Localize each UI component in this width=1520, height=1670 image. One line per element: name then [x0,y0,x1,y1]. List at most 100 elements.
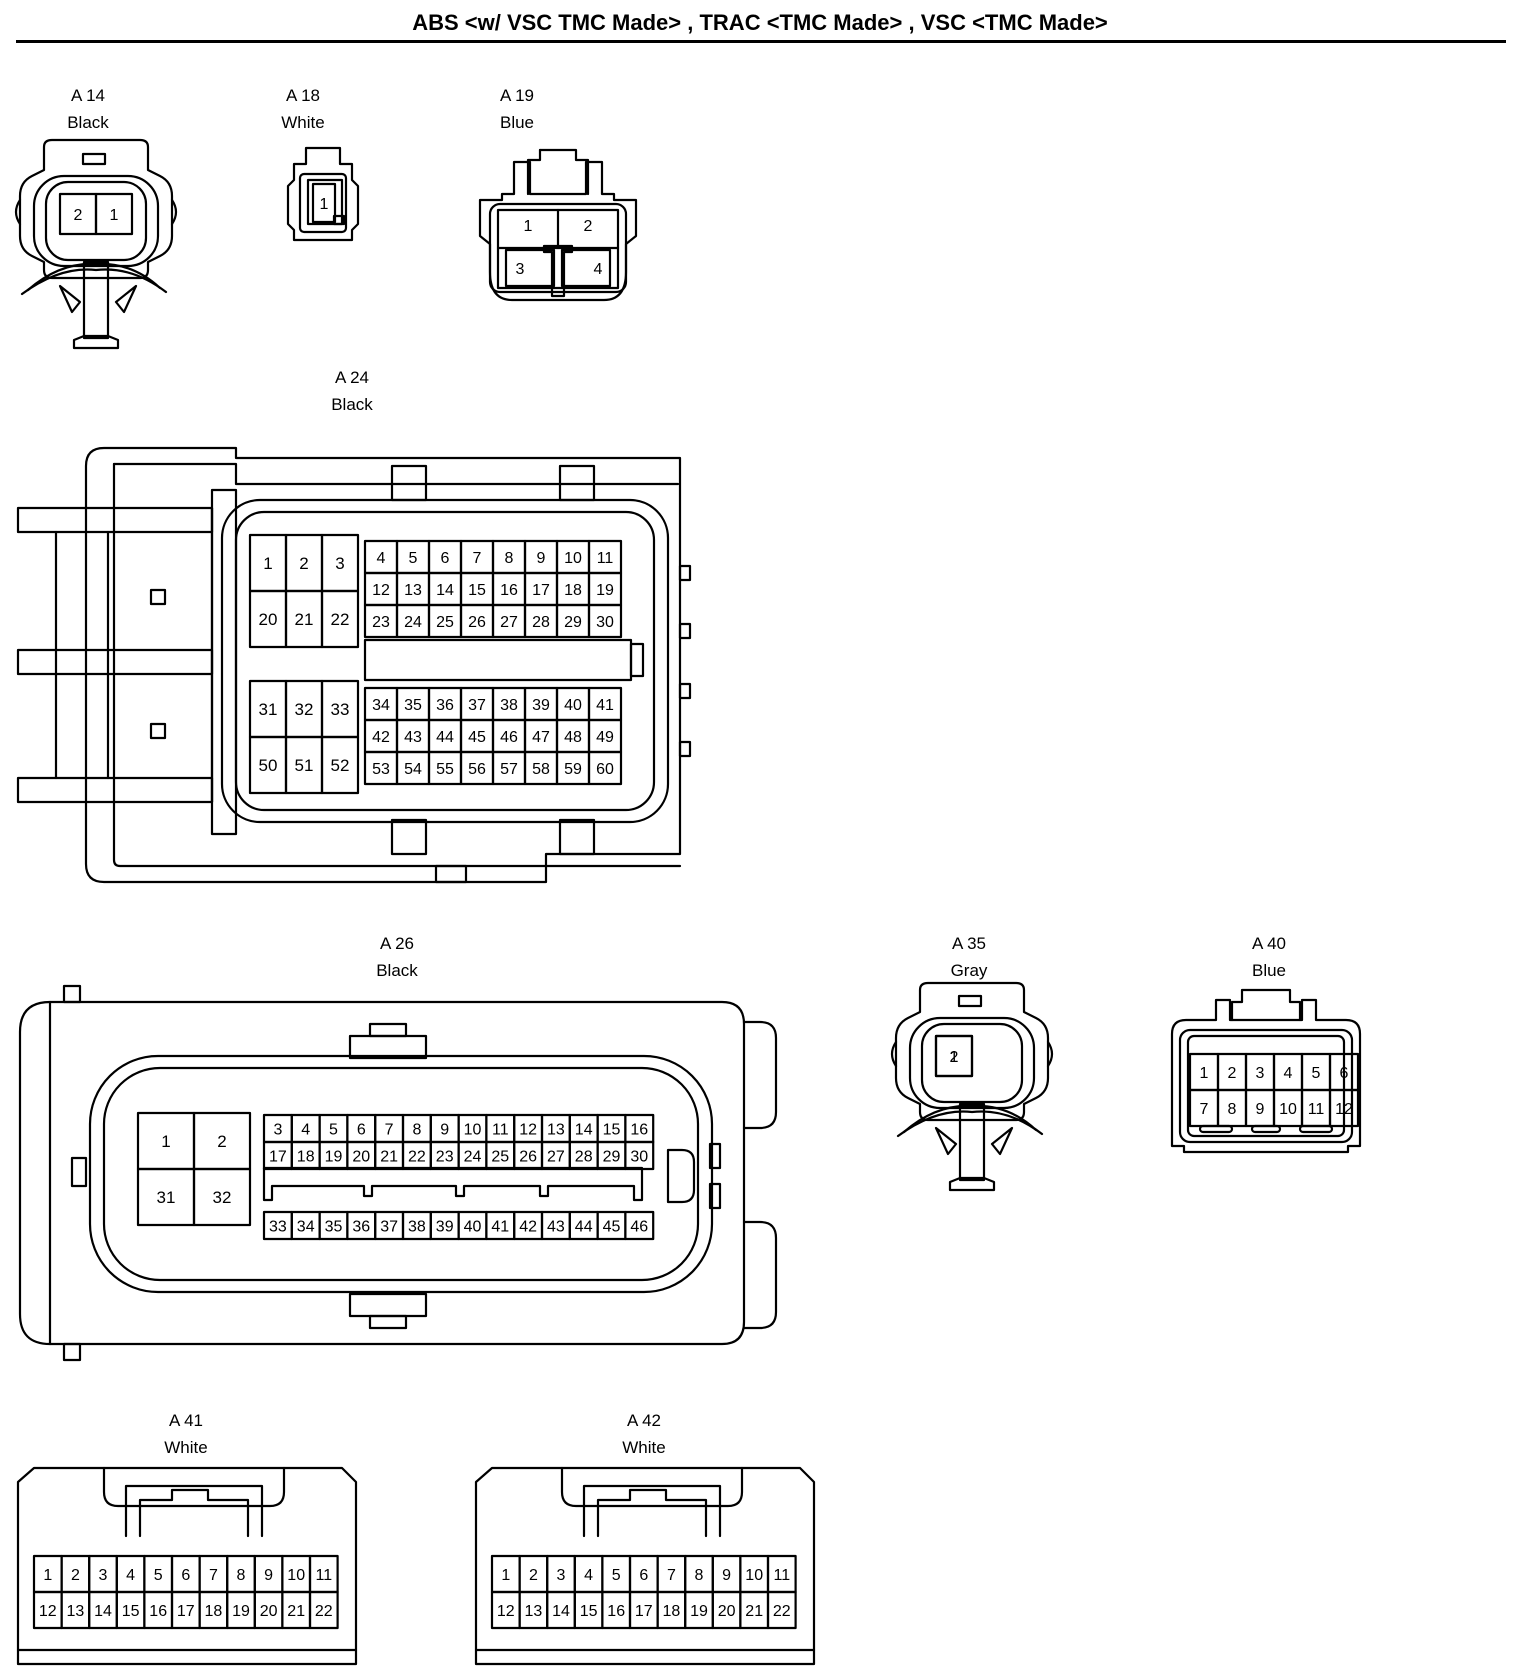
pin-number: 19 [690,1603,708,1620]
pin-cell [311,182,337,224]
pin-cavity-a24-50: 50 [248,735,288,795]
pin-cavity-a26-36: 36 [346,1210,377,1241]
pin-cavity-a24-27: 27 [491,603,527,639]
pin-cavity-a24-58: 58 [523,750,559,786]
pin-cavity-a42-4: 4 [573,1554,604,1594]
pin-number-a19-2: 2 [584,218,593,235]
pin-cavity-a24-4: 4 [363,539,399,575]
pin-number: 8 [1228,1101,1237,1118]
pin-number: 9 [722,1567,731,1584]
pin-cavity-a35-1: 1 [934,1034,974,1078]
pin-cavity-a26-16: 16 [624,1113,655,1144]
pin-cavity-a24-51: 51 [284,735,324,795]
pin-number: 40 [564,697,582,714]
pin-cell [94,192,134,236]
pin-number: 10 [1279,1101,1297,1118]
pin-number: 44 [575,1219,593,1236]
pin-cavity-a26-5: 5 [318,1113,349,1144]
pin-number: 37 [380,1219,398,1236]
pin-cavity-a26-22: 22 [401,1140,432,1171]
pin-number: 29 [603,1149,621,1166]
pin-cavity-a24-9: 9 [523,539,559,575]
pin-number: 19 [325,1149,343,1166]
pin-number: 15 [468,582,486,599]
pin-number: 46 [630,1219,648,1236]
pin-number: 20 [260,1603,278,1620]
pin-number: 11 [773,1567,790,1584]
pin-number: 1 [263,554,272,573]
connector-color: White [622,1438,666,1457]
pin-cell [624,1210,655,1241]
pin-number: 30 [596,614,614,631]
pin-number: 31 [259,700,278,719]
pin-cavity-a26-11: 11 [485,1113,516,1144]
pin-cavity-a24-52: 52 [320,735,360,795]
pin-cavity-a42-19: 19 [684,1590,714,1630]
pin-number: 13 [404,582,422,599]
pin-number: 2 [950,1049,959,1066]
pin-number: 6 [639,1567,648,1584]
pin-number: 56 [468,761,486,778]
pin-number: 34 [372,697,390,714]
pin-number: 16 [630,1122,648,1139]
pin-number: 33 [331,700,350,719]
pin-number: 9 [1256,1101,1265,1118]
pin-cavity-a24-57: 57 [491,750,527,786]
pin-number: 4 [584,1567,593,1584]
pin-number: 13 [547,1122,565,1139]
pin-number: 22 [331,610,350,629]
pin-number: 21 [295,610,314,629]
pin-cavity-a26-18: 18 [290,1140,321,1171]
pin-number: 44 [436,729,454,746]
connector-color: Black [376,961,418,980]
pin-number: 3 [1256,1065,1265,1082]
pin-number: 17 [177,1603,195,1620]
pin-cavity-a40-1: 1 [1188,1052,1220,1092]
connector-a41-body [16,1466,358,1666]
pin-cell [934,1034,974,1078]
pin-number: 4 [301,1122,310,1139]
pin-number: 26 [519,1149,537,1166]
pin-number: 1 [320,196,329,213]
pin-cavity-a26-24: 24 [457,1140,488,1171]
connector-id: A 41 [168,1411,204,1430]
pin-number: 60 [596,761,614,778]
pin-number: 10 [564,550,582,567]
pin-number: 4 [126,1567,135,1584]
pin-number: 8 [505,550,514,567]
pin-number: 34 [297,1219,315,1236]
pin-cavity-a26-41: 41 [485,1210,516,1241]
pin-cavity-a41-9: 9 [253,1554,284,1594]
pin-number: 27 [500,614,518,631]
pin-number: 11 [597,550,614,567]
pin-cavity-a24-17: 17 [523,571,559,607]
pin-number: 58 [532,761,550,778]
pin-cavity-a41-16: 16 [143,1590,174,1630]
pin-number: 28 [575,1149,593,1166]
connector-label-a26: A 26 Black [347,930,447,984]
connector-id: A 26 [379,934,415,953]
pin-number: 7 [209,1567,218,1584]
pin-number: 16 [500,582,518,599]
pin-cavity-a24-33: 33 [320,679,360,739]
pin-cavity-a26-28: 28 [568,1140,599,1171]
pin-cavity-a40-9: 9 [1244,1088,1276,1128]
pin-cavity-a41-22: 22 [308,1590,339,1630]
pin-number: 22 [315,1603,333,1620]
pin-cavity-a26-8: 8 [401,1113,432,1144]
pin-cavity-a24-13: 13 [395,571,431,607]
pin-cavity-a26-46: 46 [624,1210,655,1241]
pin-cavity-a26-1: 1 [136,1111,196,1171]
pin-number: 25 [491,1149,509,1166]
pin-cavity-a24-1: 1 [248,533,288,593]
pin-cell [308,1590,339,1630]
pin-cavity-a26-10: 10 [457,1113,488,1144]
pin-number: 1 [110,207,119,224]
pin-number: 2 [217,1132,226,1151]
pin-number: 2 [74,207,83,224]
pin-cavity-a24-48: 48 [555,718,591,754]
pin-cavity-a26-7: 7 [374,1113,405,1144]
pin-cavity-a24-56: 56 [459,750,495,786]
connector-a18-body [286,146,360,242]
